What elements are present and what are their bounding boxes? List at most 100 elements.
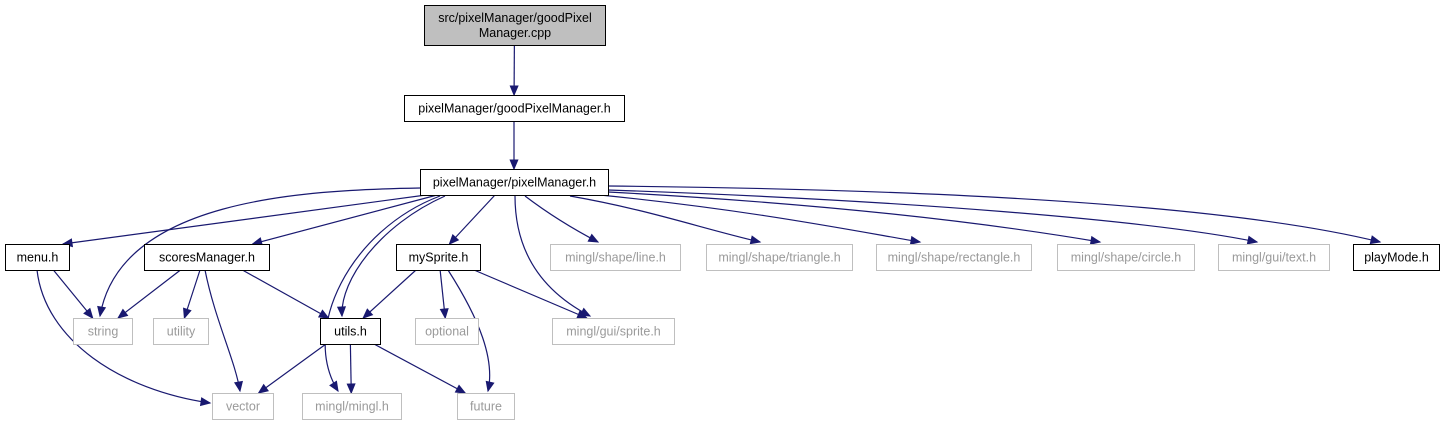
node-triangle-h: mingl/shape/triangle.h [706, 244, 853, 271]
node-circle-h-label: mingl/shape/circle.h [1071, 251, 1182, 265]
node-utility-label: utility [167, 325, 196, 339]
edge-utils-h-to-future [373, 343, 467, 394]
node-scoresManager-h-label: scoresManager.h [159, 251, 255, 265]
edge-pixelManager-h-to-rectangle-h-arrowhead [909, 235, 922, 245]
edge-pixelManager-h-to-text-h-line [607, 189, 1258, 243]
edge-scoresManager-h-to-string-line [117, 269, 181, 319]
node-scoresManager-h-box [144, 244, 270, 271]
edge-mySprite-h-to-future-line [447, 269, 491, 392]
edge-pixelManager-h-to-text-h [607, 189, 1259, 245]
edge-menu-h-to-vector-arrowhead [199, 397, 212, 407]
edge-pixelManager-h-to-sprite-h-line [514, 195, 591, 317]
node-triangle-h-label: mingl/shape/triangle.h [718, 251, 840, 265]
node-scoresManager-h[interactable]: scoresManager.h [144, 244, 270, 271]
edge-utils-h-to-vector [257, 343, 327, 394]
node-line-h-box [550, 244, 681, 271]
edge-pixelManager-h-to-mySprite-h-arrowhead [448, 233, 460, 245]
edge-pixelManager-h-to-mingl-h-arrowhead [329, 380, 339, 393]
edge-pixelManager-h-to-rectangle-h-line [599, 194, 921, 243]
edge-scoresManager-h-to-utils-h-arrowhead [317, 309, 330, 319]
edge-pixelManager-h-to-mySprite-h [448, 194, 496, 245]
node-utility-box [153, 318, 209, 345]
edge-pixelManager-h-to-line-h-arrowhead [587, 233, 600, 243]
node-text-h-box [1218, 244, 1330, 271]
edge-menu-h-to-vector [36, 269, 212, 407]
node-menu-h-label: menu.h [17, 251, 59, 265]
node-mySprite-h-label: mySprite.h [409, 251, 469, 265]
node-sprite-h-label: mingl/gui/sprite.h [566, 325, 661, 339]
edge-pixelManager-h-to-utils-h [336, 195, 446, 318]
edge-mySprite-h-to-utils-h-arrowhead [362, 308, 374, 319]
edge-menu-h-to-string-line [52, 269, 94, 319]
node-utils-h[interactable]: utils.h [320, 318, 381, 345]
edge-pixelManager-h-to-string-arrowhead [97, 305, 107, 318]
node-text-h: mingl/gui/text.h [1218, 244, 1330, 271]
edge-mySprite-h-to-optional-arrowhead [439, 308, 449, 320]
node-goodPixelManager-h[interactable]: pixelManager/goodPixelManager.h [404, 95, 625, 122]
node-rectangle-h: mingl/shape/rectangle.h [876, 244, 1032, 271]
edge-pixelManager-h-to-rectangle-h [599, 194, 922, 245]
edge-mySprite-h-to-sprite-h-line [473, 269, 587, 319]
edge-pixelManager-h-to-utils-h-line [341, 195, 446, 317]
edge-pixelManager-h-to-scoresManager-h [251, 194, 438, 246]
node-pixelManager-h-label: pixelManager/pixelManager.h [433, 176, 596, 190]
edge-pixelManager-h-to-menu-h-line [62, 194, 427, 245]
node-menu-h[interactable]: menu.h [5, 244, 70, 271]
node-root-label: src/pixelManager/goodPixel [438, 11, 592, 25]
edge-goodPixelManager-h-to-pixelManager-h-arrowhead [509, 159, 519, 171]
edge-pixelManager-h-to-mySprite-h-line [448, 194, 496, 245]
edge-pixelManager-h-to-line-h [524, 195, 600, 243]
node-vector: vector [212, 393, 274, 420]
edge-scoresManager-h-to-utility [183, 269, 201, 320]
node-mingl-h: mingl/mingl.h [302, 393, 402, 420]
edge-scoresManager-h-to-utility-arrowhead [183, 307, 192, 320]
edge-pixelManager-h-to-line-h-line [524, 195, 599, 243]
node-menu-h-box [5, 244, 70, 271]
node-circle-h-box [1057, 244, 1195, 271]
nodes-layer: src/pixelManager/goodPixelManager.cpp pix… [5, 5, 1440, 420]
edge-scoresManager-h-to-vector [204, 269, 243, 393]
node-string-label: string [88, 325, 119, 339]
node-sprite-h-box [552, 318, 675, 345]
node-pixelManager-h[interactable]: pixelManager/pixelManager.h [420, 169, 609, 196]
node-rectangle-h-box [876, 244, 1032, 271]
edge-mySprite-h-to-future-arrowhead [485, 380, 495, 393]
node-mySprite-h[interactable]: mySprite.h [396, 244, 481, 271]
edge-pixelManager-h-to-menu-h [61, 194, 427, 248]
edge-menu-h-to-string [52, 269, 94, 319]
edge-mySprite-h-to-sprite-h-arrowhead [576, 310, 588, 319]
edge-root-to-goodPixelManager-h [509, 44, 519, 97]
node-optional-label: optional [425, 325, 469, 339]
node-mingl-h-box [302, 393, 402, 420]
edge-scoresManager-h-to-string [117, 269, 181, 319]
node-triangle-h-box [706, 244, 853, 271]
edge-scoresManager-h-to-string-arrowhead [117, 308, 129, 319]
edge-menu-h-to-vector-line [36, 269, 211, 404]
edge-pixelManager-h-to-text-h-arrowhead [1246, 235, 1259, 245]
node-string-box [73, 318, 133, 345]
node-utils-h-label: utils.h [334, 325, 367, 339]
node-playMode-h[interactable]: playMode.h [1353, 244, 1440, 271]
node-root[interactable]: src/pixelManager/goodPixelManager.cpp [424, 5, 606, 46]
node-rectangle-h-label: mingl/shape/rectangle.h [888, 251, 1021, 265]
node-text-h-label: mingl/gui/text.h [1232, 251, 1316, 265]
edge-goodPixelManager-h-to-pixelManager-h [509, 121, 519, 171]
edge-mySprite-h-to-optional [439, 269, 449, 320]
node-playMode-h-label: playMode.h [1364, 251, 1429, 265]
node-string: string [73, 318, 133, 345]
node-root-box [424, 5, 606, 46]
edge-pixelManager-h-to-triangle-h-arrowhead [749, 235, 762, 245]
edge-pixelManager-h-to-playMode-h-line [607, 185, 1381, 243]
node-goodPixelManager-h-box [404, 95, 625, 122]
edge-scoresManager-h-to-vector-line [204, 269, 241, 392]
node-utility: utility [153, 318, 209, 345]
node-circle-h: mingl/shape/circle.h [1057, 244, 1195, 271]
edge-utils-h-to-mingl-h-arrowhead [346, 383, 356, 395]
node-goodPixelManager-h-label: pixelManager/goodPixelManager.h [418, 102, 611, 116]
edge-pixelManager-h-to-mingl-h [324, 195, 441, 393]
edge-utils-h-to-vector-line [258, 343, 327, 394]
edge-pixelManager-h-to-mingl-h-line [324, 195, 441, 392]
edge-pixelManager-h-to-playMode-h-arrowhead [1369, 235, 1382, 245]
edges-layer [36, 44, 1382, 407]
